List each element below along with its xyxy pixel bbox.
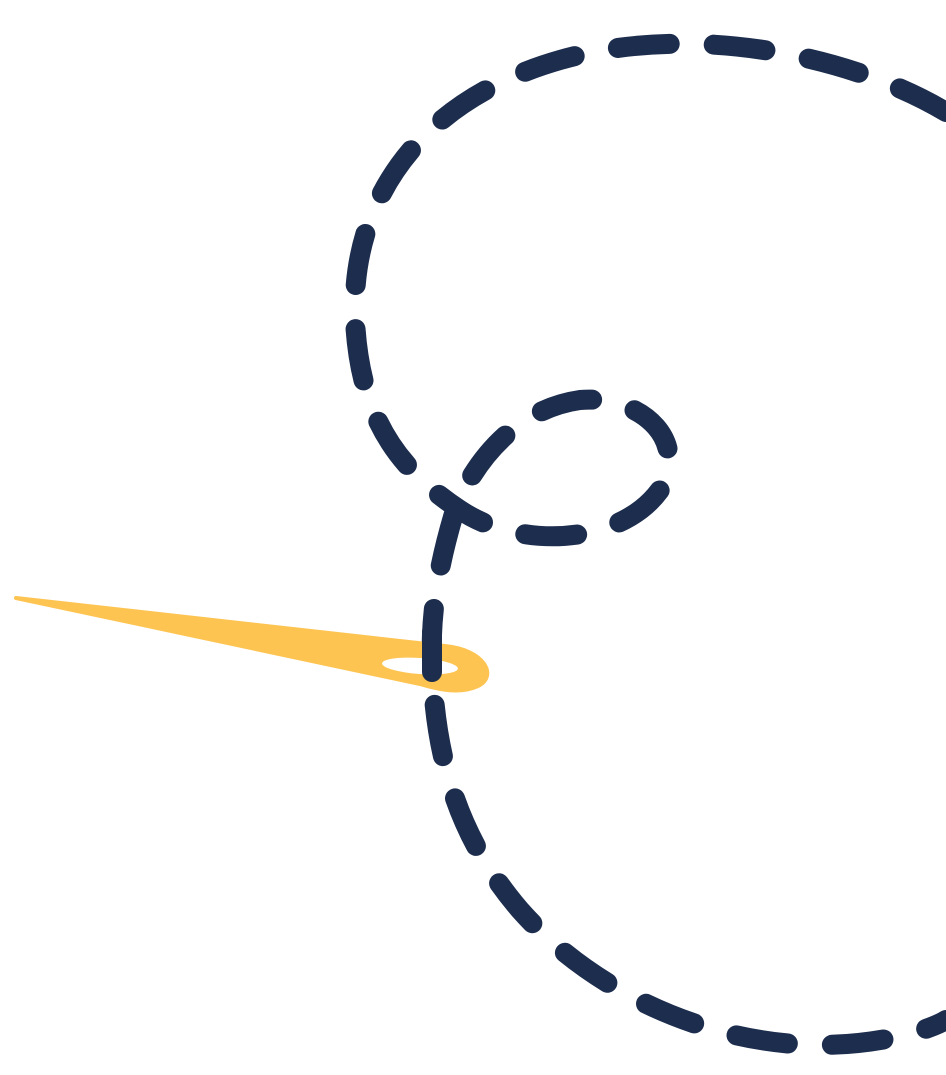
needle-body: [14, 596, 490, 693]
thread-icon: [344, 33, 946, 1056]
needle-icon: [14, 596, 490, 693]
